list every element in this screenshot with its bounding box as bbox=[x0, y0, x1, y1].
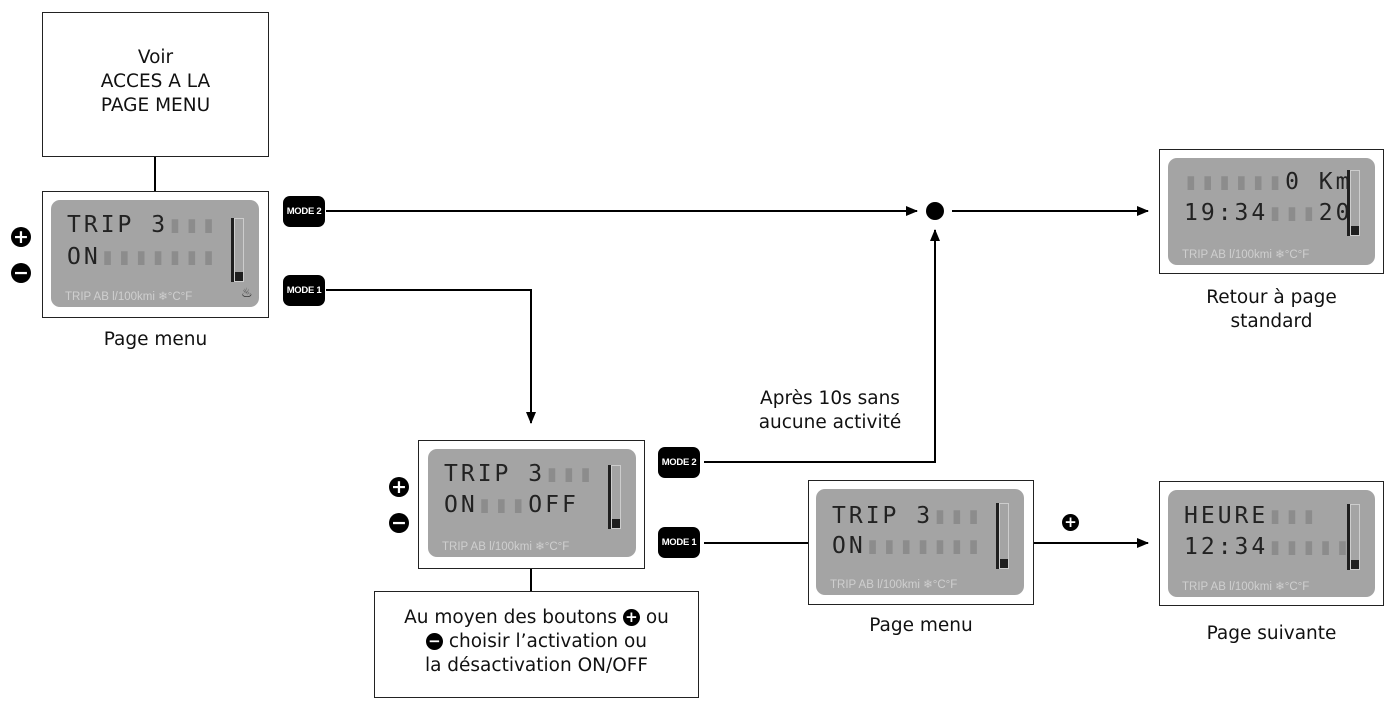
plus-icon: + bbox=[622, 609, 640, 626]
plus-icon: + bbox=[1062, 514, 1079, 531]
timeout-note: Après 10s sans aucune activité bbox=[730, 387, 930, 435]
level-bar bbox=[611, 465, 621, 529]
lcd-line-1: TRIP 3 bbox=[67, 212, 169, 238]
arrow-mode1-to-onoff bbox=[326, 289, 536, 424]
minus-button-icon[interactable]: − bbox=[11, 263, 31, 283]
note-line-1b: ou bbox=[645, 607, 669, 628]
arrow-timeout-to-junction bbox=[704, 229, 940, 463]
note-line-2: ACCES A LA bbox=[100, 71, 211, 92]
minus-button-icon[interactable]: − bbox=[389, 513, 409, 533]
plus-button-icon[interactable]: + bbox=[11, 227, 31, 247]
timeout-note-line-2: aucune activité bbox=[758, 412, 902, 433]
lcd-display: ▮▮▮▮▮▮0 Km 19:34▮▮▮20 TRIP AB l/100kmi ❄… bbox=[1168, 158, 1375, 265]
lcd-footer: TRIP AB l/100kmi ❄°C°F bbox=[1182, 581, 1310, 593]
lcd-line-2-right: OFF bbox=[528, 492, 579, 518]
level-bar bbox=[1350, 504, 1360, 570]
lcd-line-2: 12:34 bbox=[1184, 534, 1269, 560]
standard-caption: Retour à page standard bbox=[1159, 286, 1384, 334]
lcd-time: 19:34 bbox=[1184, 200, 1269, 226]
mode2-button[interactable]: MODE 2 bbox=[658, 447, 700, 478]
lcd-footer: TRIP AB l/100kmi ❄°C°F bbox=[1182, 249, 1310, 261]
lcd-display: TRIP 3▮▮▮ ON▮▮▮OFF TRIP AB l/100kmi ❄°C°… bbox=[428, 449, 636, 557]
next-caption: Page suivante bbox=[1206, 623, 1337, 644]
lcd-line-1: 0 Km bbox=[1285, 169, 1353, 195]
lcd-footer: TRIP AB l/100kmi ❄°C°F bbox=[442, 541, 570, 553]
lcd-display: TRIP 3▮▮▮ ON▮▮▮▮▮▮▮ TRIP AB l/100kmi ❄°C… bbox=[51, 200, 259, 307]
timeout-note-line-1: Après 10s sans bbox=[760, 388, 900, 409]
lcd-line-1: HEURE bbox=[1184, 503, 1269, 529]
lcd-line-2: ON bbox=[67, 244, 101, 270]
lcd-footer: TRIP AB l/100kmi ❄°C°F bbox=[830, 579, 958, 591]
lcd-display: TRIP 3▮▮▮ ON▮▮▮▮▮▮▮ TRIP AB l/100kmi ❄°C… bbox=[816, 489, 1024, 595]
mode1-button[interactable]: MODE 1 bbox=[283, 275, 325, 306]
menu-caption: Page menu bbox=[103, 329, 208, 350]
junction-dot bbox=[926, 202, 944, 220]
plus-button-icon[interactable]: + bbox=[389, 477, 409, 497]
menu-screen-frame-2: TRIP 3▮▮▮ ON▮▮▮▮▮▮▮ TRIP AB l/100kmi ❄°C… bbox=[808, 480, 1034, 605]
level-bar bbox=[1350, 170, 1360, 236]
see-menu-access-note: Voir ACCES A LA PAGE MENU bbox=[42, 12, 269, 157]
lcd-temp-value: 20 bbox=[1318, 200, 1353, 226]
lcd-line-2: ON bbox=[832, 533, 866, 559]
lcd-line-2-left: ON bbox=[444, 492, 478, 518]
standard-screen-frame: ▮▮▮▮▮▮0 Km 19:34▮▮▮20 TRIP AB l/100kmi ❄… bbox=[1159, 149, 1384, 274]
lcd-line-1: TRIP 3 bbox=[444, 461, 546, 487]
lcd-line-1: TRIP 3 bbox=[832, 503, 934, 529]
standard-caption-line-1: Retour à page bbox=[1206, 287, 1337, 308]
onoff-instruction-note: Au moyen des boutons + ou − choisir l’ac… bbox=[374, 591, 699, 698]
note-line-2: choisir l’activation ou bbox=[448, 631, 648, 652]
note-line-3: PAGE MENU bbox=[100, 95, 211, 116]
level-bar bbox=[234, 218, 244, 282]
menu-caption-2: Page menu bbox=[869, 615, 973, 636]
next-screen-frame: HEURE▮▮▮ 12:34▮▮▮▮▮ TRIP AB l/100kmi ❄°C… bbox=[1159, 481, 1384, 606]
standard-caption-line-2: standard bbox=[1230, 311, 1313, 332]
mode1-button[interactable]: MODE 1 bbox=[658, 527, 700, 558]
note-line-1a: Au moyen des boutons bbox=[404, 607, 618, 628]
note-line-3: la désactivation ON/OFF bbox=[424, 655, 649, 676]
coolant-temp-icon: ♨ bbox=[241, 286, 253, 301]
note-line-1: Voir bbox=[137, 47, 174, 68]
mode2-button[interactable]: MODE 2 bbox=[283, 196, 325, 227]
lcd-footer: TRIP AB l/100kmi ❄°C°F bbox=[65, 291, 193, 303]
lcd-display: HEURE▮▮▮ 12:34▮▮▮▮▮ TRIP AB l/100kmi ❄°C… bbox=[1168, 490, 1375, 597]
menu-screen-frame: TRIP 3▮▮▮ ON▮▮▮▮▮▮▮ TRIP AB l/100kmi ❄°C… bbox=[42, 191, 269, 318]
onoff-screen-frame: TRIP 3▮▮▮ ON▮▮▮OFF TRIP AB l/100kmi ❄°C°… bbox=[418, 440, 645, 569]
minus-icon: − bbox=[425, 633, 443, 650]
level-bar bbox=[999, 503, 1009, 569]
